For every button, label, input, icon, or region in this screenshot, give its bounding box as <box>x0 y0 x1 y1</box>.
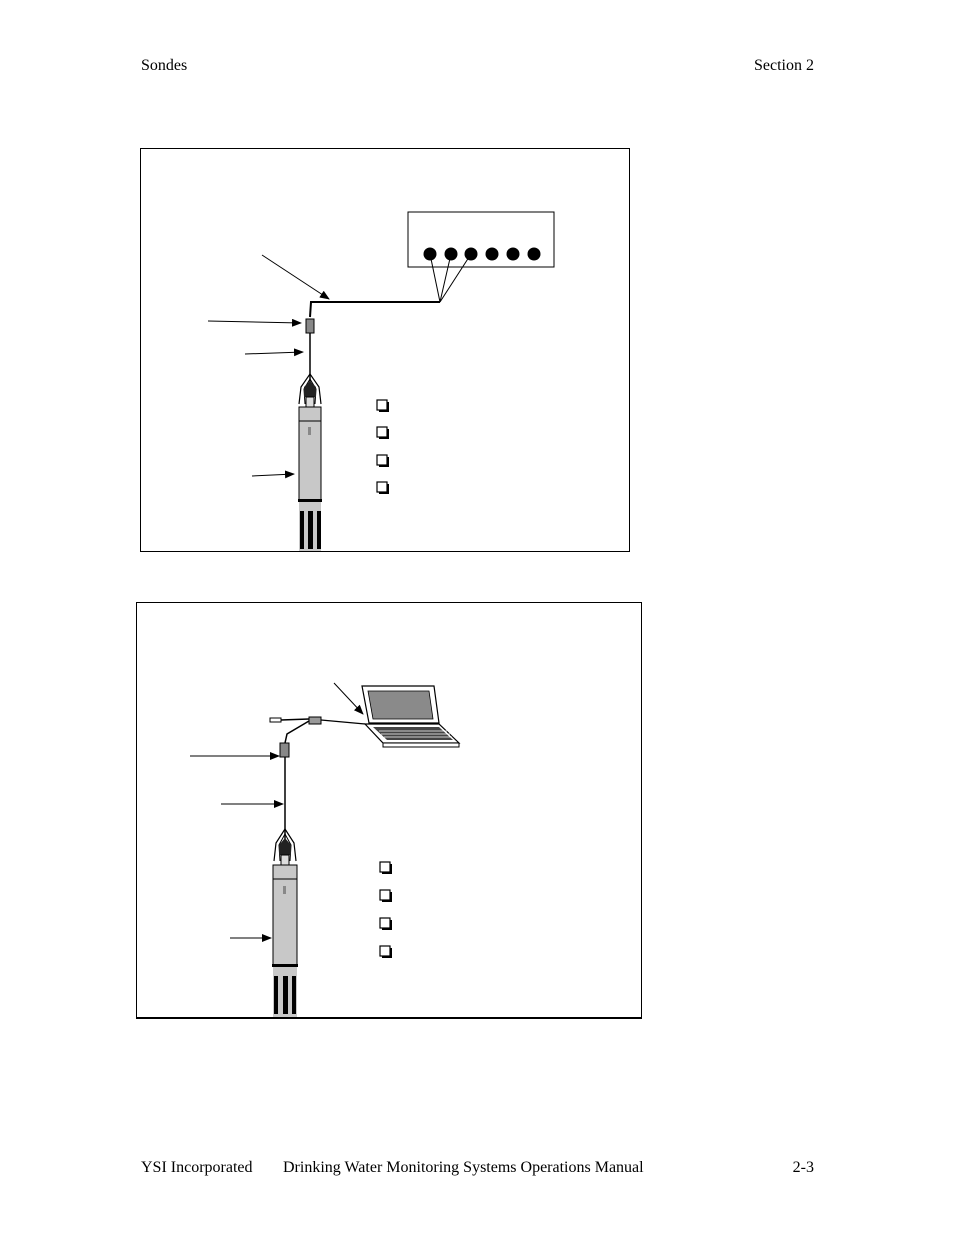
checkbox-icon <box>379 861 392 874</box>
sonde-icon <box>272 828 298 1017</box>
figure-sonde-logger <box>140 148 630 552</box>
checkbox-icon <box>379 945 392 958</box>
cable-icon <box>309 301 440 389</box>
footer-company: YSI Incorporated <box>141 1159 253 1176</box>
footer-manual-title: Drinking Water Monitoring Systems Operat… <box>283 1159 644 1176</box>
connector-icon <box>305 318 315 334</box>
cable-icon <box>280 718 366 843</box>
running-header-left: Sondes <box>141 57 188 74</box>
laptop-icon <box>361 685 461 748</box>
connector-icon <box>269 716 322 758</box>
checkbox-icon <box>376 454 389 467</box>
checkbox-icon <box>379 917 392 930</box>
footer-page-number: 2-3 <box>792 1159 814 1176</box>
checkbox-icon <box>376 399 389 412</box>
sonde-logger-diagram <box>207 211 555 551</box>
arrow-icon <box>207 318 302 327</box>
figure-sonde-laptop <box>136 602 642 1019</box>
running-header-right: Section 2 <box>754 57 814 74</box>
checkbox-icon <box>376 426 389 439</box>
arrow-icon <box>261 254 330 300</box>
checkbox-icon <box>379 889 392 902</box>
sonde-icon <box>298 373 322 551</box>
arrow-icon <box>333 682 364 715</box>
sonde-laptop-diagram <box>190 682 461 1017</box>
checkbox-icon <box>376 481 389 494</box>
logger-box-icon <box>407 211 555 303</box>
arrow-icon <box>244 348 304 357</box>
arrow-icon <box>251 470 295 479</box>
